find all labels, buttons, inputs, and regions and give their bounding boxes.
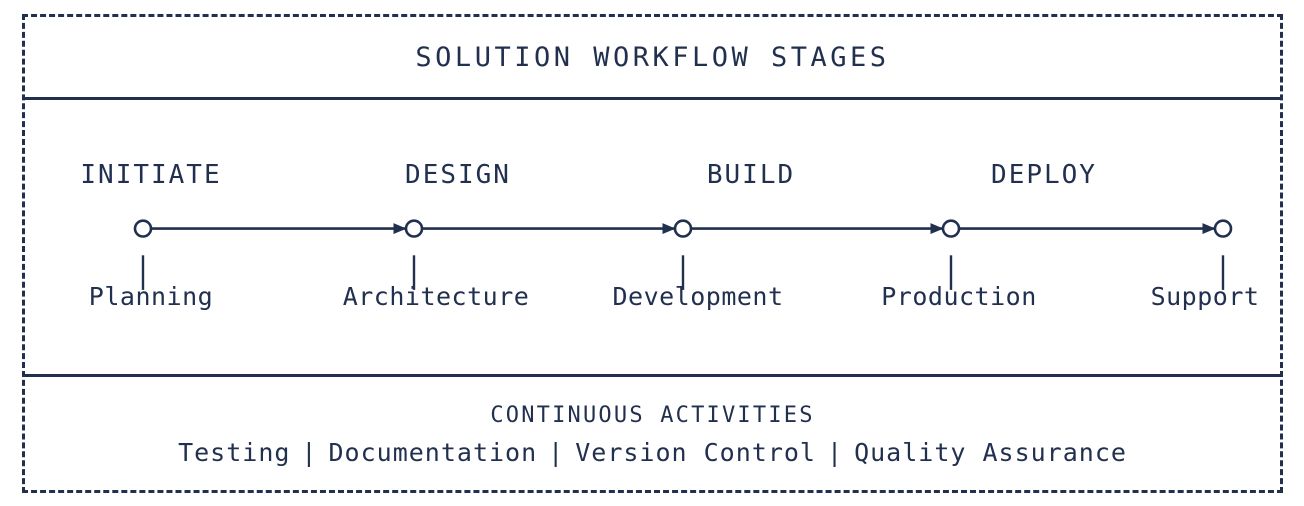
- activity-item-quality-assurance: Quality Assurance: [854, 438, 1127, 467]
- stage-node-marker: [941, 219, 961, 238]
- activity-item-testing: Testing: [178, 438, 291, 467]
- stage-node-marker: [1213, 219, 1233, 238]
- timeline-section: INITIATE DESIGN BUILD DEPLOY Planning Ar…: [25, 100, 1280, 377]
- node-leader-ticks: [141, 255, 1225, 290]
- page-title: SOLUTION WORKFLOW STAGES: [415, 41, 890, 73]
- node-label-production: Production: [881, 282, 1037, 311]
- footer-heading: CONTINUOUS ACTIVITIES: [490, 403, 815, 428]
- stage-node-marker: [673, 219, 693, 238]
- node-label-support: Support: [1150, 282, 1260, 311]
- stage-label-deploy: DEPLOY: [991, 160, 1097, 190]
- title-section: SOLUTION WORKFLOW STAGES: [25, 17, 1280, 100]
- stage-label-design: DESIGN: [405, 160, 511, 190]
- continuous-activities-section: CONTINUOUS ACTIVITIES Testing | Document…: [25, 377, 1280, 493]
- stage-label-build: BUILD: [706, 160, 796, 190]
- timeline-graphic: [133, 219, 1233, 290]
- activity-separator: |: [827, 438, 844, 467]
- continuous-activities-list: Testing | Documentation | Version Contro…: [178, 438, 1127, 467]
- node-label-planning: Planning: [88, 282, 214, 311]
- stage-label-initiate: INITIATE: [80, 160, 222, 190]
- activity-separator: |: [548, 438, 565, 467]
- node-label-architecture: Architecture: [342, 282, 530, 311]
- activity-item-version-control: Version Control: [575, 438, 816, 467]
- activity-separator: |: [301, 438, 318, 467]
- timeline-nodes: [133, 219, 1233, 238]
- activity-item-documentation: Documentation: [328, 438, 538, 467]
- stage-node-marker: [404, 219, 424, 238]
- workflow-diagram-frame: SOLUTION WORKFLOW STAGES: [22, 14, 1283, 493]
- stage-node-marker: [133, 219, 153, 238]
- node-label-development: Development: [612, 282, 784, 311]
